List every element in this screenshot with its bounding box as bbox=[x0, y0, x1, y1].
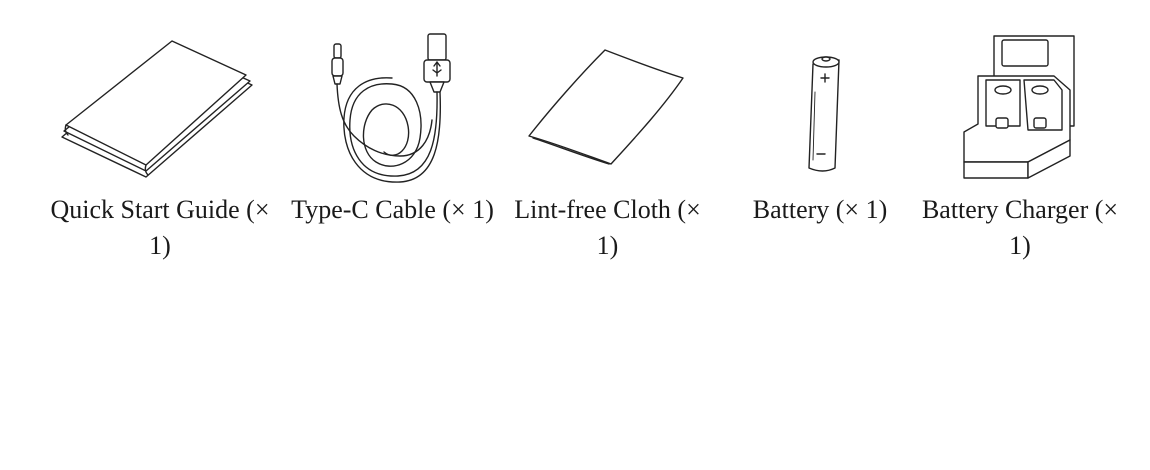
cloth-icon bbox=[528, 49, 684, 165]
battery-charger-icon bbox=[963, 35, 1075, 179]
item-label: Lint-free Cloth (× 1) bbox=[514, 195, 701, 260]
battery-icon bbox=[808, 56, 840, 172]
package-item-type-c-cable: Type-C Cable (× 1) bbox=[290, 0, 500, 280]
package-item-lint-free-cloth: Lint-free Cloth (× 1) bbox=[505, 0, 710, 280]
package-item-battery: Battery (× 1) bbox=[715, 0, 925, 280]
item-label: Battery Charger (× 1) bbox=[921, 195, 1119, 260]
usb-cable-icon bbox=[331, 33, 451, 183]
package-item-quick-start-guide: Quick Start Guide (× 1) bbox=[30, 0, 290, 280]
package-item-battery-charger: Battery Charger (× 1) bbox=[920, 0, 1120, 280]
item-label: Type-C Cable (× 1) bbox=[291, 195, 494, 224]
booklet-icon bbox=[61, 40, 253, 178]
item-label: Quick Start Guide (× 1) bbox=[50, 195, 270, 260]
item-label: Battery (× 1) bbox=[752, 195, 888, 224]
